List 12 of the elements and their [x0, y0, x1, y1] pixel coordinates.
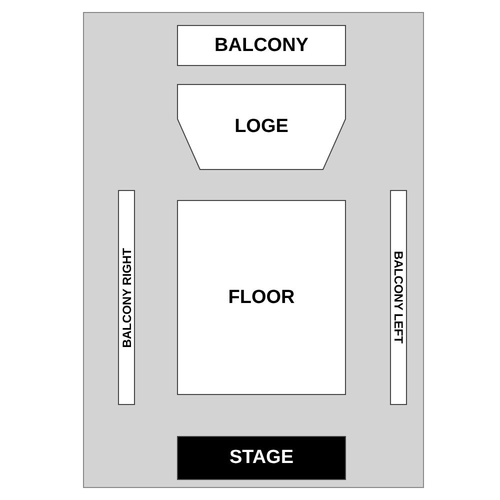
seating-section: [390, 190, 407, 405]
seating-section: [177, 200, 346, 395]
venue-outline: [83, 12, 424, 488]
section-label: LOGE: [234, 116, 288, 138]
section-label: FLOOR: [228, 286, 295, 308]
section-label: BALCONY RIGHT: [120, 248, 134, 348]
seating-section: [118, 190, 135, 405]
stage-block: [177, 436, 346, 480]
section-label: BALCONY: [214, 34, 308, 56]
seating-section: [177, 25, 346, 66]
section-label: STAGE: [229, 447, 294, 469]
section-label: BALCONY LEFT: [392, 251, 406, 344]
